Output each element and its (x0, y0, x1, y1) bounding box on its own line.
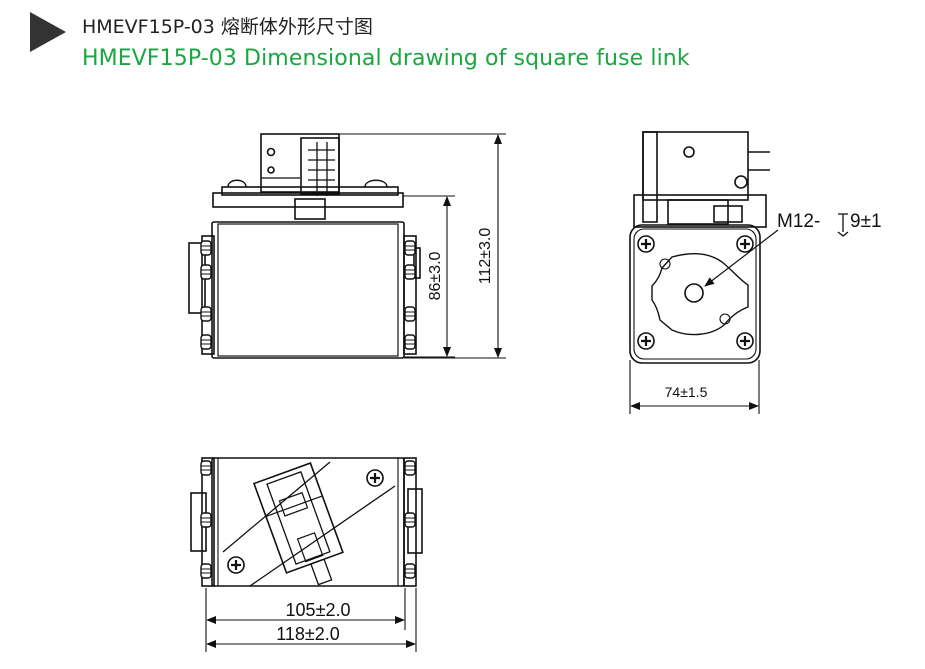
side-body (629, 224, 761, 364)
triangle-right-icon (30, 12, 66, 52)
front-view-bolts (200, 240, 416, 350)
title-english: HMEVF15P-03 Dimensional drawing of squar… (82, 46, 690, 71)
thread-label: M12- (777, 211, 820, 232)
bottom-view (190, 457, 423, 587)
side-view-dimensions (629, 360, 760, 414)
bottom-microswitch (252, 462, 344, 586)
title-chinese: HMEVF15P-03 熔断体外形尺寸图 (82, 16, 373, 38)
side-view (629, 131, 770, 364)
dim-total-height: 112±3.0 (477, 228, 494, 285)
side-microswitch (642, 131, 749, 201)
side-view-screws (636, 234, 755, 351)
dim-inner-length: 105±2.0 (286, 600, 351, 620)
microswitch-terminal-block (300, 137, 340, 195)
dim-side-width: 74±1.5 (665, 384, 708, 400)
front-view-dimensions (339, 133, 506, 359)
bottom-view-dimensions (205, 588, 417, 652)
header: HMEVF15P-03 熔断体外形尺寸图 HMEVF15P-03 Dimensi… (0, 0, 925, 90)
top-plate (212, 192, 404, 208)
dim-total-length: 118±2.0 (276, 624, 340, 644)
thread-depth-label: 9±1 (850, 211, 882, 232)
thread-leader (704, 213, 849, 287)
dim-body-height: 86±3.0 (427, 251, 444, 300)
fuse-body-front (211, 221, 405, 359)
front-view (188, 133, 421, 359)
side-cross-plate (651, 253, 749, 336)
